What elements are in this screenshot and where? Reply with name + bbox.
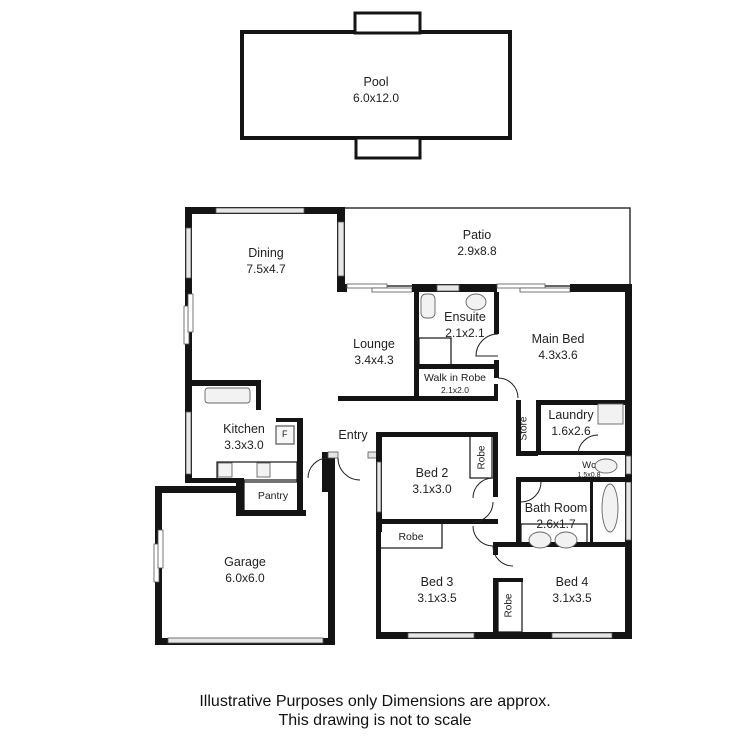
- ensuite-basin: [420, 293, 436, 319]
- room-name: Patio: [462, 228, 492, 242]
- room-bed4: Bed 4 3.1x3.5: [552, 575, 591, 606]
- room-name: Garage: [224, 555, 266, 569]
- bathtub: [601, 483, 619, 533]
- room-store: Store: [518, 416, 530, 441]
- room-dims: 1.5x0.8: [577, 471, 601, 479]
- fixtures: [204, 293, 619, 549]
- fridge-label: F: [282, 429, 288, 439]
- room-dims: 4.3x3.6: [538, 347, 578, 362]
- bed3-robe-label: Robe: [398, 531, 424, 543]
- room-dims: 2.9x8.8: [457, 243, 497, 258]
- room-ensuite: Ensuite 2.1x2.1: [444, 310, 486, 341]
- room-dims: 3.4x4.3: [354, 352, 394, 367]
- wc-toilet: [594, 458, 618, 474]
- room-dims: 1.6x2.6: [551, 423, 591, 438]
- basin-right: [554, 531, 578, 549]
- room-dims: 7.5x4.7: [246, 261, 286, 276]
- room-main-bed: Main Bed 4.3x3.6: [532, 332, 585, 363]
- bed2-robe-label: Robe: [476, 445, 488, 470]
- room-patio: Patio 2.9x8.8: [457, 228, 496, 259]
- room-bed3: Bed 3 3.1x3.5: [417, 575, 456, 606]
- dishwasher: [256, 462, 271, 478]
- room-lounge: Lounge 3.4x4.3: [353, 337, 395, 368]
- pool-outline: [240, 11, 512, 160]
- room-pool: Pool 6.0x12.0: [353, 75, 399, 106]
- room-dims: 3.1x3.5: [417, 590, 457, 605]
- room-dims: 2.1x2.0: [441, 385, 469, 396]
- room-entry: Entry: [338, 428, 367, 444]
- room-dims: 3.1x3.0: [412, 481, 452, 496]
- room-name: Pantry: [257, 490, 289, 502]
- room-name: Entry: [338, 428, 368, 442]
- room-dims: 6.0x12.0: [352, 90, 400, 105]
- room-name: Bed 3: [420, 575, 454, 589]
- room-dims: 3.1x3.5: [552, 590, 592, 605]
- room-walk-in-robe: Walk in Robe 2.1x2.0: [424, 372, 486, 396]
- room-dims: 3.3x3.0: [224, 437, 264, 452]
- room-bed2: Bed 2 3.1x3.0: [412, 466, 451, 497]
- room-dims: 2.1x2.1: [445, 325, 485, 340]
- room-name: Pool: [363, 75, 389, 89]
- room-name: Bed 4: [555, 575, 589, 589]
- room-name: Bath Room: [524, 501, 588, 515]
- room-dining: Dining 7.5x4.7: [246, 246, 285, 277]
- disclaimer: Illustrative Purposes only Dimensions ar…: [0, 692, 750, 730]
- cooktop: [217, 462, 233, 478]
- fridge: [275, 425, 295, 445]
- door-swings: [307, 333, 599, 567]
- room-pantry: Pantry: [258, 490, 288, 503]
- room-name: Bed 2: [415, 466, 449, 480]
- room-dims: 6.0x6.0: [225, 570, 265, 585]
- kitchen-sink: [204, 387, 251, 404]
- room-name: Main Bed: [531, 332, 585, 346]
- ensuite-toilet: [465, 293, 487, 311]
- room-name: Dining: [248, 246, 284, 260]
- walls: [153, 207, 632, 645]
- room-dims: 2.6x1.7: [536, 516, 576, 531]
- room-laundry: Laundry 1.6x2.6: [548, 408, 593, 439]
- room-name: Ensuite: [444, 310, 486, 324]
- basin-left: [528, 531, 552, 549]
- disclaimer-line-2: This drawing is not to scale: [278, 712, 472, 730]
- room-name: Laundry: [548, 408, 594, 422]
- bed4-robe-label: Robe: [503, 593, 515, 618]
- room-name: Wc: [582, 460, 596, 471]
- room-wc: Wc 1.5x0.8: [578, 460, 601, 481]
- disclaimer-line-1: Illustrative Purposes only Dimensions ar…: [199, 693, 551, 710]
- room-garage: Garage 6.0x6.0: [224, 555, 266, 586]
- room-bath-room: Bath Room 2.6x1.7: [525, 501, 588, 532]
- room-name: Walk in Robe: [423, 372, 487, 384]
- room-kitchen: Kitchen 3.3x3.0: [223, 422, 265, 453]
- room-name: Lounge: [353, 337, 395, 351]
- room-name: Kitchen: [223, 422, 265, 436]
